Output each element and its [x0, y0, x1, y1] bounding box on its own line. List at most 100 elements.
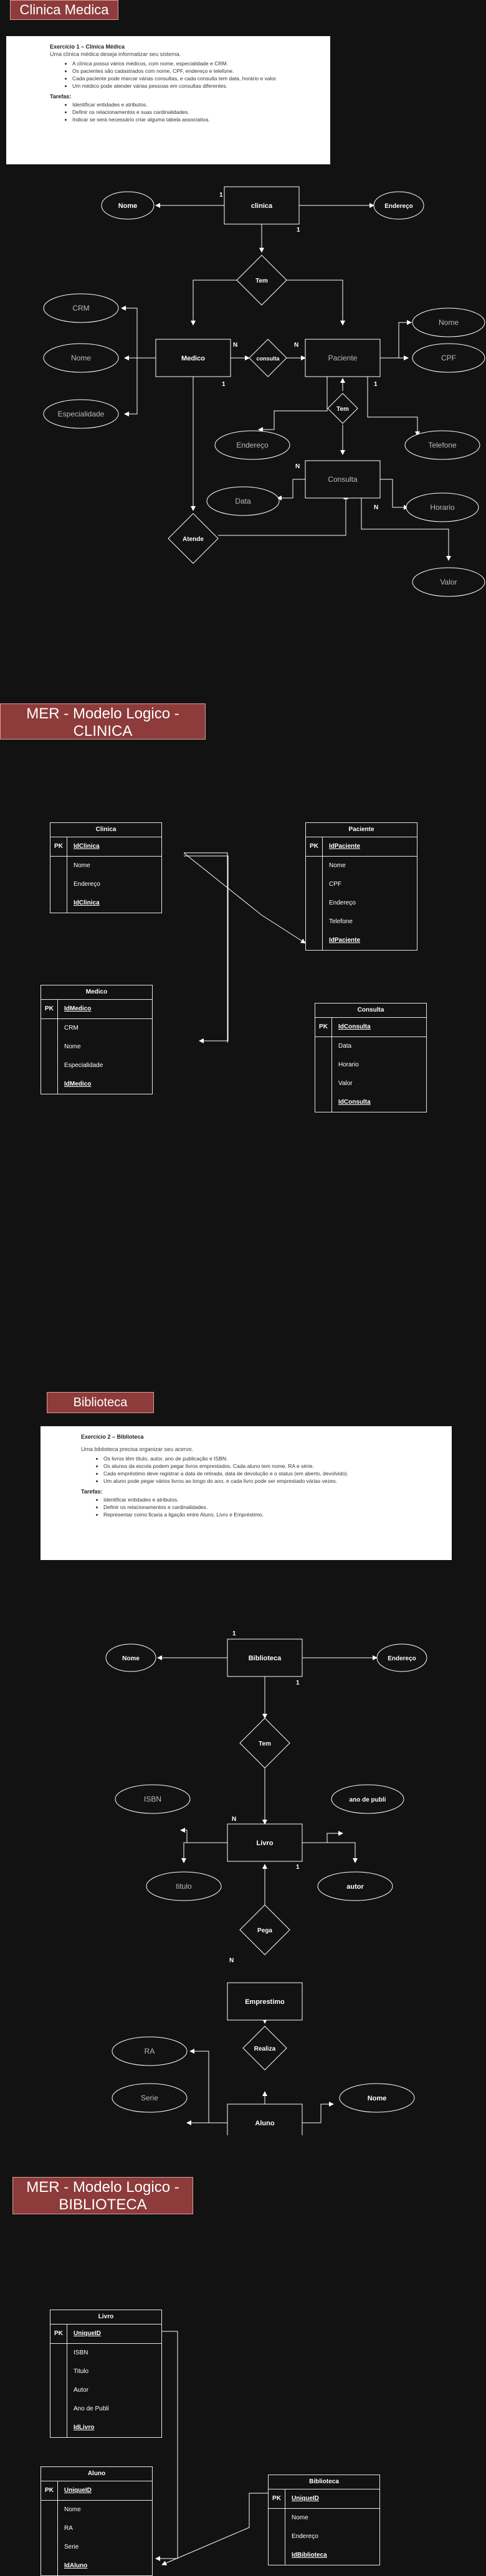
table-row: Telefone — [306, 913, 417, 931]
relationship-pega-label: Pega — [257, 1927, 272, 1934]
biblioteca-exercise-card: Exercício 2 – Biblioteca Uma biblioteca … — [40, 1426, 452, 1560]
pk-label: PK — [50, 2325, 67, 2343]
entity-aluno-label: Aluno — [255, 2120, 274, 2127]
table-row: CPF — [306, 875, 417, 894]
table-field: Valor — [338, 1080, 353, 1087]
table-livro: Livro PK UniqueID ISBN Titulo Autor Ano … — [50, 2310, 162, 2438]
attr-nome-biblioteca-label: Nome — [122, 1655, 140, 1662]
table-row: Serie — [41, 2538, 152, 2557]
entity-emprestimo — [227, 1982, 303, 2021]
table-row: Endereço — [50, 875, 161, 894]
entity-biblioteca — [227, 1638, 303, 1677]
list-item: Os alunos da escola podem pegar livros e… — [103, 1462, 452, 1470]
entity-paciente — [305, 339, 381, 377]
table-row: PK IdMedico — [41, 1000, 152, 1019]
table-field: Nome — [292, 2514, 308, 2521]
table-row: Nome — [41, 1038, 152, 1056]
list-item: Cada empréstimo deve registrar a data de… — [103, 1470, 452, 1477]
table-row: PK IdConsulta — [315, 1018, 426, 1037]
list-item: Definir os relacionamentos e suas cardin… — [72, 108, 330, 116]
pk-field: UniqueID — [292, 2495, 319, 2502]
pk-field: IdMedico — [64, 1005, 92, 1012]
relationship-realiza-label: Realiza — [254, 2046, 276, 2052]
table-consulta-name: Consulta — [315, 1004, 426, 1018]
table-field: IdConsulta — [338, 1099, 371, 1106]
entity-livro-label: Livro — [257, 1840, 274, 1847]
cardinality-label: N — [233, 342, 237, 349]
attr-endereco-clinica — [373, 191, 424, 220]
biblioteca-banner: Biblioteca — [47, 1392, 154, 1413]
attr-horario-label: Horario — [430, 503, 455, 512]
mer-biblioteca-banner: MER - Modelo Logico - BIBLIOTECA — [12, 2177, 193, 2214]
entity-medico — [155, 339, 231, 377]
biblioteca-card-tasks: Identificar entidades e atributos. Defin… — [81, 1496, 452, 1518]
table-aluno-name: Aluno — [41, 2467, 152, 2481]
attr-cpf — [412, 343, 485, 373]
table-field: Data — [338, 1043, 352, 1050]
mer-clinica-banner-line1: MER - Modelo Logico - — [26, 705, 179, 722]
table-field: Serie — [64, 2544, 79, 2550]
table-field: Nome — [329, 862, 346, 869]
entity-clinica — [224, 186, 300, 225]
attr-endereco-clinica-label: Endereço — [384, 203, 413, 210]
relationship-tem — [239, 1718, 290, 1769]
attr-especialidade — [43, 399, 119, 429]
table-biblioteca-name: Biblioteca — [269, 2475, 379, 2489]
entity-clinica-label: clinica — [251, 202, 273, 210]
table-field: IdBiblioteca — [292, 2552, 327, 2559]
attr-valor-label: Valor — [440, 578, 457, 586]
cardinality-label: N — [229, 1957, 234, 1964]
table-row: Titulo — [50, 2362, 161, 2381]
pk-label: PK — [41, 1000, 58, 1018]
entity-biblioteca-label: Biblioteca — [249, 1655, 282, 1662]
entity-emprestimo-label: Emprestimo — [245, 1998, 285, 2006]
attr-cpf-label: CPF — [441, 354, 456, 362]
table-row: CRM — [41, 1019, 152, 1038]
table-paciente-name: Paciente — [306, 823, 417, 837]
table-aluno: Aluno PK UniqueID Nome RA Serie IdAluno — [40, 2466, 153, 2576]
table-row: PK IdClinica — [50, 837, 161, 857]
attr-telefone-label: Telefone — [428, 441, 457, 449]
relationship-consulta — [249, 339, 287, 377]
table-row: IdBiblioteca — [269, 2546, 379, 2565]
attr-nome-paciente-label: Nome — [439, 318, 459, 327]
table-row: IdConsulta — [315, 1093, 426, 1112]
list-item: Um médico pode atender várias pessoas em… — [72, 82, 330, 90]
table-field: Autor — [74, 2387, 88, 2394]
biblioteca-card-bullets: Os livros têm título, autor, ano de publ… — [81, 1455, 452, 1485]
list-item: Definir os relacionamentos e cardinalida… — [103, 1503, 452, 1511]
table-row: Nome — [269, 2509, 379, 2527]
relationship-tem-label: Tem — [255, 278, 268, 284]
pk-field: UniqueID — [74, 2330, 101, 2337]
pk-label: PK — [41, 2481, 58, 2500]
clinica-banner: Clinica Medica — [10, 0, 118, 20]
table-consulta: Consulta PK IdConsulta Data Horario Valo… — [315, 1003, 427, 1112]
list-item: Identificar entidades e atributos. — [72, 101, 330, 108]
attr-nome-medico — [43, 343, 119, 373]
attr-crm — [43, 293, 119, 323]
table-field: Horario — [338, 1061, 359, 1068]
relationship-pega — [239, 1904, 290, 1955]
attr-horario — [406, 492, 479, 522]
pk-label: PK — [50, 837, 67, 856]
table-medico: Medico PK IdMedico CRM Nome Especialidad… — [40, 985, 153, 1094]
table-field: Ano de Publi — [74, 2405, 109, 2412]
list-item: A clínica possui vários médicos, com nom… — [72, 60, 330, 67]
relationship-tem-paciente-label: Tem — [336, 406, 349, 413]
mer-clinica-banner-line2: CLINICA — [73, 723, 133, 740]
biblioteca-tasks-label: Tarefas: — [81, 1488, 103, 1495]
attr-endereco-biblioteca — [376, 1643, 427, 1672]
table-field: IdAluno — [64, 2562, 88, 2569]
clinica-card-title: Exercício 1 – Clínica Médica — [50, 44, 125, 50]
attr-endereco-paciente — [214, 430, 290, 460]
attr-ra — [112, 2036, 188, 2066]
pk-label: PK — [306, 837, 323, 856]
cardinality-label: 1 — [297, 227, 300, 233]
attr-endereco-paciente-label: Endereço — [236, 441, 269, 449]
table-row: PK UniqueID — [41, 2481, 152, 2501]
pk-label: PK — [315, 1018, 332, 1037]
attr-nome-biblioteca — [105, 1643, 156, 1672]
pk-field: IdClinica — [74, 843, 100, 850]
attr-nome-clinica-label: Nome — [118, 202, 138, 210]
cardinality-label: 1 — [296, 1864, 300, 1871]
